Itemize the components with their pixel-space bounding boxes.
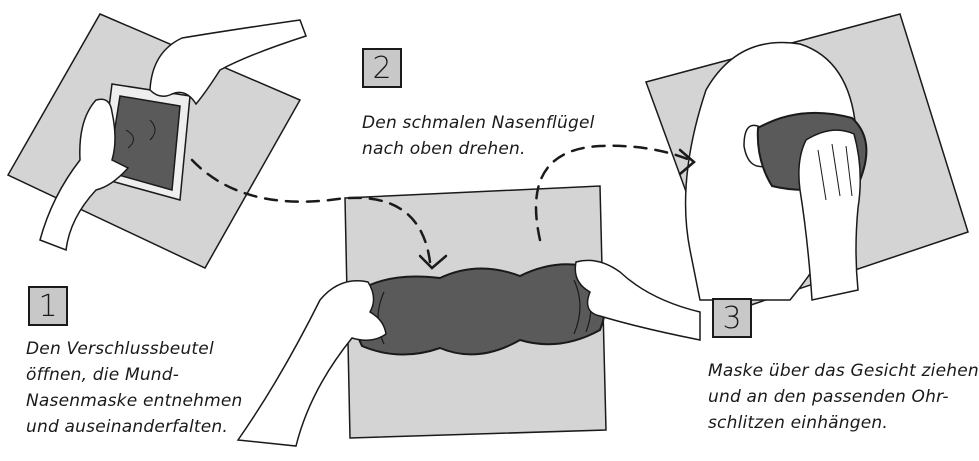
caption-line: Den Verschlussbeutel <box>26 339 214 359</box>
step-number-badge-1: 1 <box>28 286 68 326</box>
arrowhead-step3 <box>678 148 696 176</box>
caption-line: und an den passenden Ohr- <box>708 387 949 407</box>
step-number-badge-3: 3 <box>712 298 752 338</box>
step3-illustration <box>645 13 969 313</box>
step-caption-2: Den schmalen Nasenflügel nach oben drehe… <box>362 110 595 162</box>
caption-line: und auseinanderfalten. <box>26 417 229 437</box>
arrow-step2-to-step3 <box>534 144 692 242</box>
step1-illustration <box>6 13 307 269</box>
caption-line: nach oben drehen. <box>362 139 526 159</box>
caption-line: Maske über das Gesicht ziehen <box>708 361 979 381</box>
step2-illustration <box>236 185 701 447</box>
caption-line: Nasenmaske entnehmen <box>26 391 243 411</box>
caption-line: schlitzen einhängen. <box>708 413 889 433</box>
step-caption-1: Den Verschlussbeutel öffnen, die Mund- N… <box>26 336 242 440</box>
caption-line: öffnen, die Mund- <box>26 365 180 385</box>
arrow-step1-to-step2 <box>190 158 432 264</box>
step-number-badge-2: 2 <box>362 48 402 88</box>
flow-arrows <box>190 144 692 264</box>
arrowhead-step2 <box>418 254 448 270</box>
step-caption-3: Maske über das Gesicht ziehen und an den… <box>708 358 979 436</box>
caption-line: Den schmalen Nasenflügel <box>362 113 595 133</box>
